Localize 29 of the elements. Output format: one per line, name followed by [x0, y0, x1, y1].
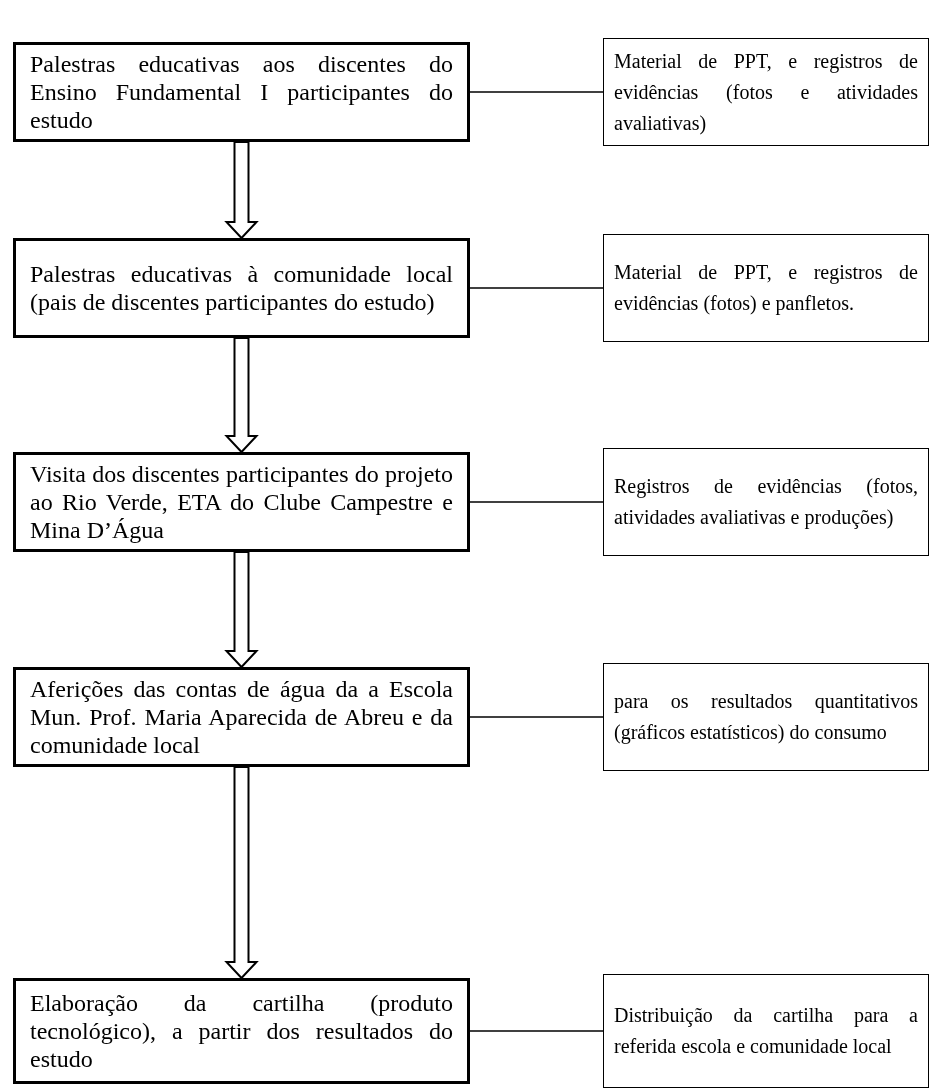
- connector-line: [469, 501, 604, 503]
- connector-line: [469, 287, 604, 289]
- box-text: Visita dos discentes participantes do projeto ao Rio Verde, ETA do Clube Campestre e Mina D’Água: [30, 460, 453, 544]
- box-text: para os resultados quantitativos (gráficos estatísticos) do consumo: [614, 689, 918, 746]
- hollow-arrow: [224, 337, 259, 454]
- box-text: Registros de evidências (fotos, atividades avaliativas e produções): [614, 474, 918, 531]
- box-text: Material de PPT, e registros de evidências (fotos) e panfletos.: [614, 260, 918, 317]
- connector-line: [469, 716, 604, 718]
- hollow-arrow: [224, 551, 259, 669]
- box-text: Distribuição da cartilha para a referida escola e comunidade local: [614, 1003, 918, 1059]
- note-box: [603, 448, 929, 556]
- box-text: Elaboração da cartilha (produto tecnológico), a partir dos resultados do estudo: [30, 989, 453, 1073]
- note-box: [603, 234, 929, 342]
- process-box: [13, 978, 470, 1084]
- note-box: [603, 974, 929, 1088]
- connector-line: [469, 91, 604, 93]
- box-text: Palestras educativas à comunidade local (pais de discentes participantes do estudo): [30, 260, 453, 316]
- hollow-arrow: [224, 766, 259, 980]
- note-box: [603, 38, 929, 146]
- box-text: Palestras educativas aos discentes do Ensino Fundamental I participantes do estudo: [30, 50, 453, 134]
- process-box: [13, 452, 470, 552]
- box-text: Material de PPT, e registros de evidências (fotos e atividades avaliativas): [614, 48, 918, 137]
- process-box: [13, 42, 470, 142]
- connector-line: [469, 1030, 604, 1032]
- note-box: [603, 663, 929, 771]
- box-text: Aferições das contas de água da a Escola Mun. Prof. Maria Aparecida de Abreu e da comunidade local: [30, 675, 453, 759]
- process-box: [13, 238, 470, 338]
- hollow-arrow: [224, 141, 259, 240]
- process-box: [13, 667, 470, 767]
